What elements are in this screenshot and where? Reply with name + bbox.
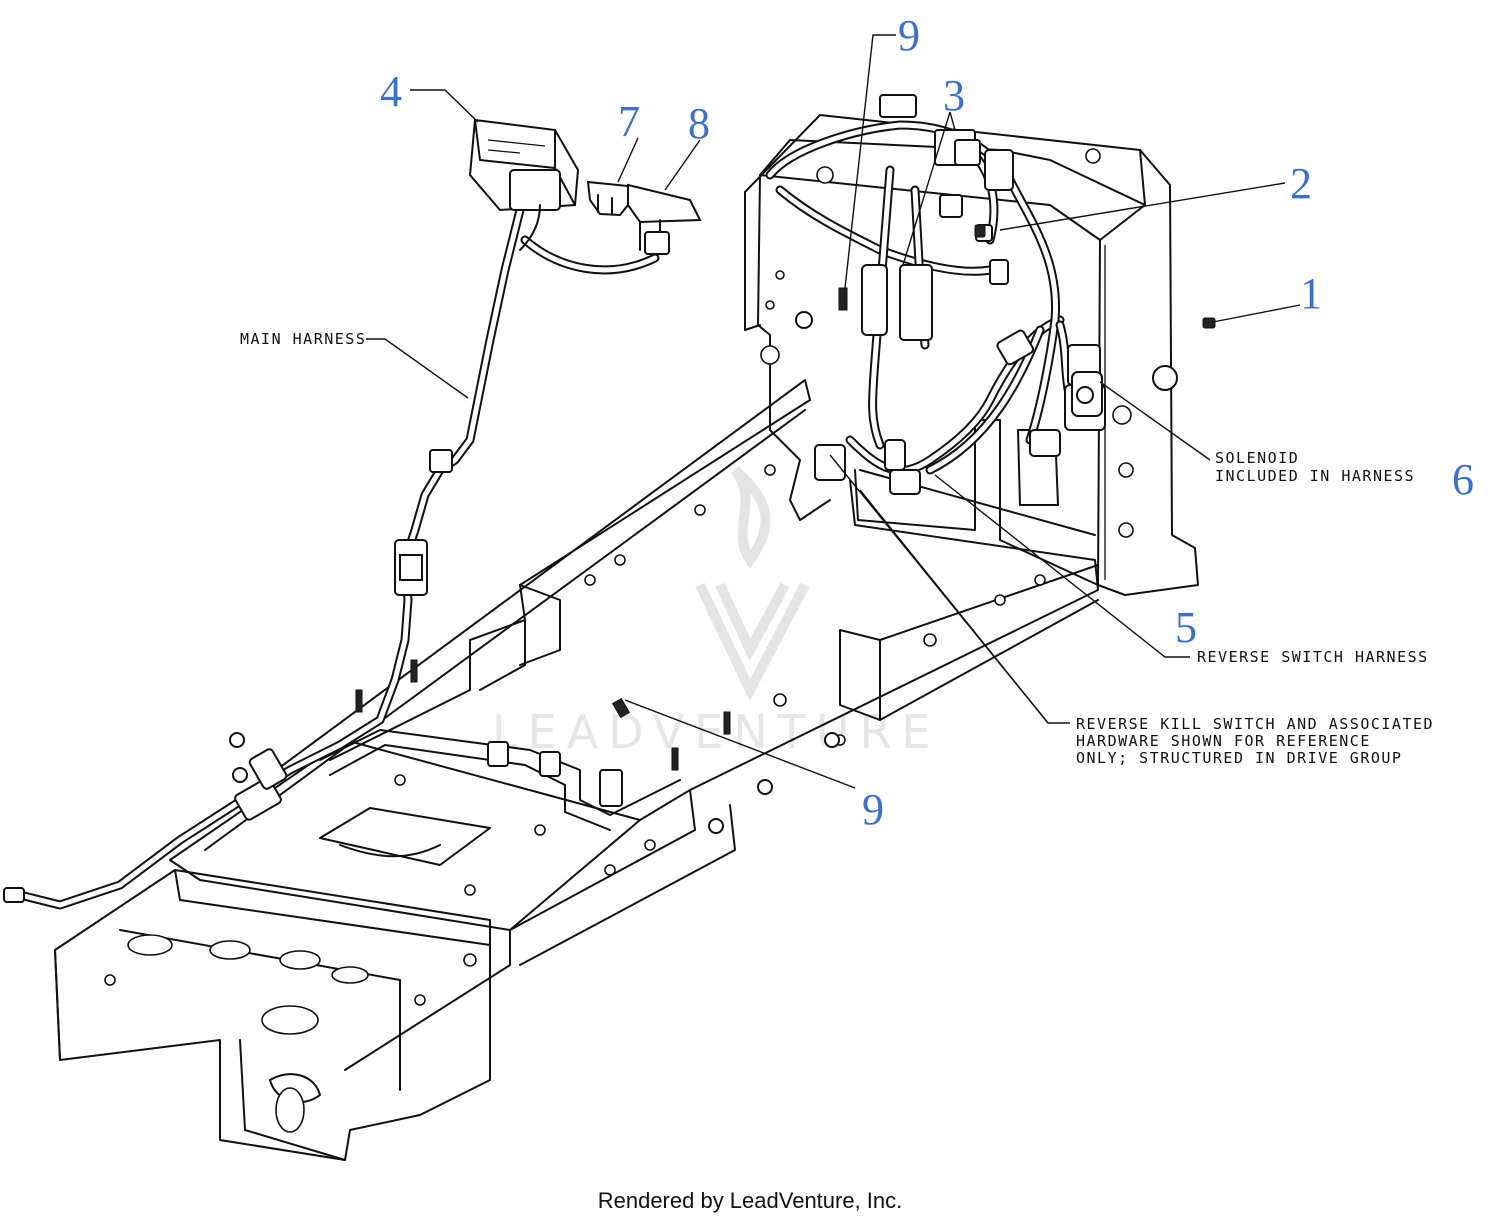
hardware-fasteners — [229, 224, 1216, 834]
render-credit-footer: Rendered by LeadVenture, Inc. — [597, 1188, 903, 1213]
callout-9-bottom: 9 — [862, 785, 884, 834]
solenoid-part-6 — [1071, 371, 1103, 417]
callout-9-top: 9 — [898, 11, 920, 60]
switch-part-8 — [627, 183, 702, 255]
leadventure-watermark: LEADVENTURE — [492, 466, 941, 759]
callout-6: 6 — [1452, 455, 1474, 504]
callout-8: 8 — [688, 99, 710, 148]
harness-connectors — [3, 94, 1106, 903]
rear-upright-frame — [744, 114, 1199, 596]
callout-5: 5 — [1175, 603, 1197, 652]
clip-part-7 — [586, 180, 629, 217]
solenoid-label-line1: SOLENOID — [1215, 449, 1299, 467]
frame-rails — [194, 379, 1099, 1071]
main-wiring-harness — [15, 120, 1085, 910]
reverse-kill-note-line1: REVERSE KILL SWITCH AND ASSOCIATED — [1076, 715, 1434, 733]
callout-4: 4 — [380, 67, 402, 116]
callout-1: 1 — [1300, 269, 1322, 318]
front-frame-plate — [54, 739, 641, 1161]
callout-3: 3 — [943, 71, 965, 120]
callout-numbers: 1 2 3 4 5 6 7 8 9 9 — [380, 11, 1474, 834]
reverse-kill-note-line2: HARDWARE SHOWN FOR REFERENCE — [1076, 732, 1371, 750]
callout-7: 7 — [618, 97, 640, 146]
key-switch-part-4 — [468, 118, 580, 251]
reverse-kill-note-line3: ONLY; STRUCTURED IN DRIVE GROUP — [1076, 749, 1402, 767]
main-harness-label: MAIN HARNESS — [240, 330, 366, 348]
reverse-switch-harness-label: REVERSE SWITCH HARNESS — [1197, 648, 1429, 666]
callout-2: 2 — [1290, 159, 1312, 208]
diagram-notes: MAIN HARNESS SOLENOID INCLUDED IN HARNES… — [240, 330, 1434, 767]
leader-lines — [366, 34, 1301, 789]
watermark-text: LEADVENTURE — [492, 705, 941, 759]
solenoid-label-line2: INCLUDED IN HARNESS — [1215, 467, 1415, 485]
